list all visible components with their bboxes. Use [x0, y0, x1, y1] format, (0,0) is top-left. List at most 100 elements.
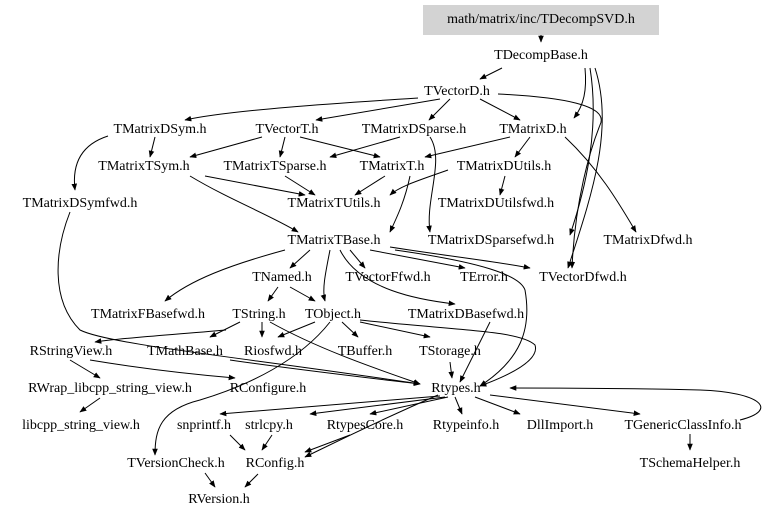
edge-rstringview-rconfigure — [89, 359, 236, 381]
edge-tmatrixdutils-tmatrixdutilsfwd — [498, 175, 506, 196]
node-label: TGenericClassInfo.h — [624, 418, 741, 433]
node-label: RConfig.h — [246, 456, 305, 471]
edge-tmatrixtbase-terror — [369, 249, 466, 270]
edge-tmatrixdsparse-tmatrixdsparsefwd — [426, 136, 437, 233]
edge-tmatrixdsym-tmatrixtsym — [148, 136, 156, 158]
edge-tmatrixtbase-tmatrixdbasefwd — [339, 249, 456, 307]
edge-rtypes-rtypescore — [369, 396, 449, 416]
node-label: TError.h — [460, 270, 508, 285]
node-label: RWrap_libcpp_string_view.h — [28, 381, 192, 396]
edge-tmatrixtbase-rtypes — [394, 249, 528, 387]
node-label: TMatrixFBasefwd.h — [91, 307, 205, 322]
edge-tmatrixtsym-tmatrixtbase — [189, 175, 299, 233]
node-label: RVersion.h — [188, 492, 250, 507]
edge-tvectort-tmatrixtsym — [189, 136, 263, 159]
edge-tmatrixd-tmatrixdutils — [514, 136, 531, 158]
edge-tversioncheck-rversion — [204, 472, 216, 488]
edge-tmatrixd-tmatrixt — [424, 136, 511, 159]
node-label: TMatrixDBasefwd.h — [408, 307, 524, 322]
edge-rtypes-dllimport — [474, 396, 521, 415]
node-label: libcpp_string_view.h — [22, 418, 140, 433]
node-label: TMatrixTSym.h — [98, 159, 189, 174]
node-label: TMatrixTSparse.h — [223, 159, 326, 174]
node-label: RStringView.h — [30, 344, 113, 359]
edge-tmatrixtsym-tmatrixtutils — [204, 175, 306, 197]
edge-tmatrixdsym-tmatrixdsymfwd — [71, 135, 109, 191]
node-label: RtypesCore.h — [327, 418, 404, 433]
edge-tobject-tvershioncheck — [152, 321, 331, 456]
node-label: DllImport.h — [527, 418, 594, 433]
edge-tmatrixtbase-tobject — [320, 249, 331, 302]
node-label: strlcpy.h — [245, 418, 293, 433]
edge-tmatrixd-tmatrixdfwd — [564, 136, 637, 233]
root-node-label: math/matrix/inc/TDecompSVD.h — [447, 12, 635, 27]
node-label: TMatrixDSparse.h — [362, 122, 467, 137]
edge-tmathbase-rtypes — [229, 359, 421, 387]
node-label: snprintf.h — [177, 418, 231, 433]
node-label: TMatrixDUtils.h — [457, 159, 552, 174]
node-label: TMatrixDSym.h — [114, 122, 207, 137]
node-label: TVectorT.h — [255, 122, 318, 137]
edge-tdecompbase-tmatrixdfwd — [569, 67, 594, 236]
edge-tdecompbase-tmatrixd — [573, 67, 587, 119]
edge-tvectort-tmatrixtsparse — [278, 136, 286, 158]
node-label: TVectorD.h — [424, 84, 490, 99]
edge-tmatrixdbasefwd-rtypes — [459, 321, 491, 383]
root-node-highlight — [423, 5, 659, 35]
dependency-edges — [57, 30, 762, 488]
edge-rtypes-rconfig — [304, 394, 439, 458]
edge-rtypes-rtypeinfo — [454, 396, 463, 415]
edge-tmatrixtbase-tnamed — [289, 249, 311, 269]
edge-rtypes-snprintf — [219, 395, 441, 417]
edge-tvectord-tvectordfwd — [497, 93, 602, 269]
edge-tstring-rstringview — [94, 329, 227, 344]
edge-tvectord-tmatrixdsparse — [428, 98, 451, 121]
edge-tobject-rtypes — [359, 319, 536, 387]
edge-tmatrixdsparse-tmatrixtsparse — [329, 136, 401, 158]
edge-tmatrixt-tmatrixtbase — [389, 175, 411, 233]
node-label: Rtypes.h — [431, 381, 480, 396]
edge-rconfig-rversion — [244, 473, 259, 488]
node-label: TMatrixDfwd.h — [603, 233, 692, 248]
edge-strlcpy-rconfig — [261, 434, 273, 451]
node-label: TBuffer.h — [338, 344, 393, 359]
edge-tvectord-tmatrixdsym — [184, 97, 419, 122]
edge-tobject-tbuffer — [341, 321, 359, 338]
edge-tnamed-tstring — [267, 286, 279, 302]
edge-tvectort-tmatrixt — [299, 136, 381, 159]
node-label: TMathBase.h — [147, 344, 223, 359]
node-label: TVectorFfwd.h — [345, 270, 430, 285]
node-label: TMatrixTUtils.h — [288, 196, 381, 211]
edge-rtypes-strlcpy — [309, 396, 446, 416]
node-label: TMatrixDUtilsfwd.h — [438, 196, 554, 211]
edge-tobject-tstorage — [359, 321, 431, 339]
edge-tstring-rtypes — [269, 321, 421, 385]
node-label: Rtypeinfo.h — [433, 418, 500, 433]
edge-tmatrixtsparse-tmatrixtutils — [284, 175, 316, 196]
node-label: TVersionCheck.h — [127, 456, 225, 471]
edge-tmatrixdutils-tmatrixtutils — [389, 169, 449, 196]
node-label: TMatrixTBase.h — [288, 233, 381, 248]
edge-tvectord-tmatrixd — [479, 98, 521, 121]
edge-tmatrixtbase-tvectorffwd — [349, 249, 366, 269]
edge-tmatrixt-tmatrixtutils — [354, 175, 386, 196]
edge-tstorage-rtypes — [448, 361, 454, 379]
edge-rtypescore-rconfig — [304, 434, 351, 453]
edge-rstringview-rwrap — [69, 359, 101, 379]
node-label: RConfigure.h — [230, 381, 307, 396]
edge-tstring-tmathbase — [209, 321, 241, 338]
edge-rwrap-libcpp — [79, 397, 101, 413]
node-label: TObject.h — [305, 307, 361, 322]
edge-tdecompbase-tvectord — [479, 67, 503, 80]
dependency-nodes: math/matrix/inc/TDecompSVD.hTDecompBase.… — [22, 5, 742, 507]
edge-snprintf-rconfig — [229, 434, 246, 451]
node-label: TMatrixT.h — [360, 159, 425, 174]
edge-tmatrixtbase-tmatrixfbasefwd — [164, 249, 286, 302]
edge-tgenericclassinfo-rtypes — [509, 385, 762, 421]
edge-tobject-riosfwd — [277, 321, 316, 338]
node-label: TMatrixDSymfwd.h — [23, 196, 138, 211]
node-label: TDecompBase.h — [494, 48, 588, 63]
edge-tnamed-tobject — [289, 286, 316, 302]
node-label: TVectorDfwd.h — [539, 270, 626, 285]
